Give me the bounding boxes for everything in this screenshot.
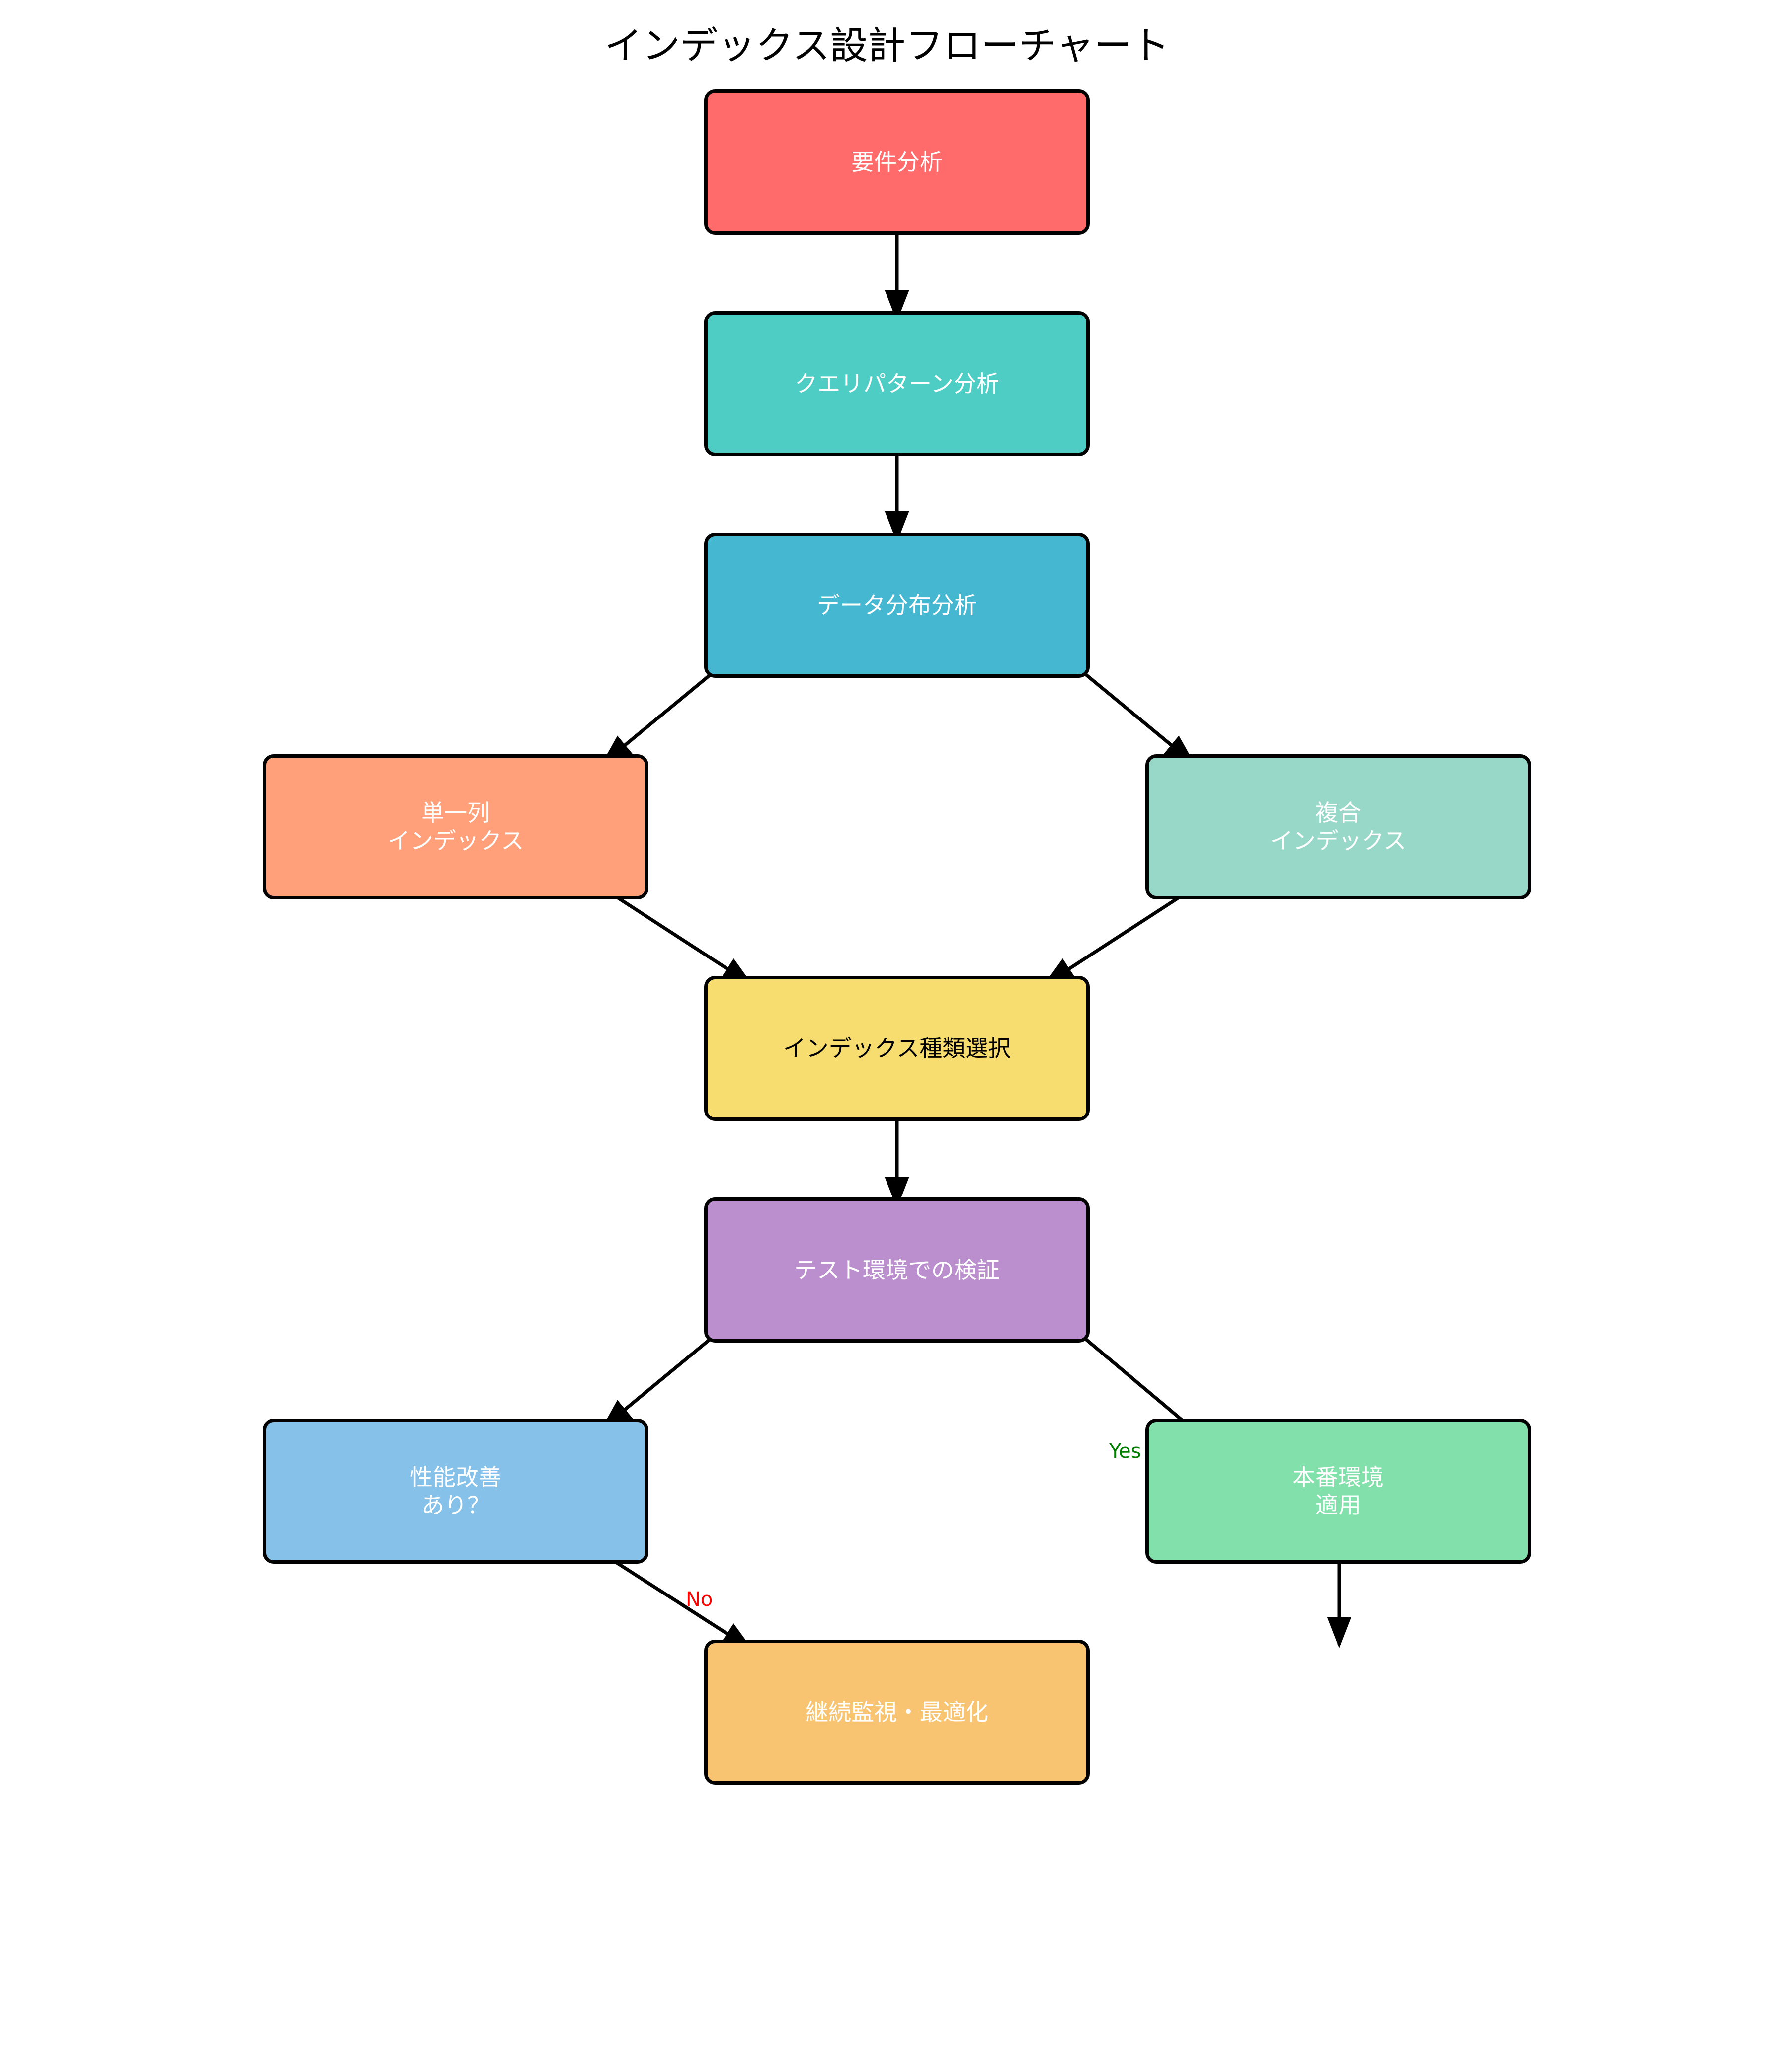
- node-label: 性能改善 あり？: [410, 1464, 501, 1518]
- node-continuous-monitoring: 継続監視・最適化: [704, 1640, 1090, 1785]
- node-single-column-index: 単一列 インデックス: [263, 754, 648, 899]
- node-label: インデックス種類選択: [783, 1035, 1011, 1062]
- node-label: 本番環境 適用: [1292, 1464, 1384, 1518]
- node-index-type-selection: インデックス種類選択: [704, 976, 1090, 1121]
- arrow-composite-to-selection: [1043, 885, 1196, 986]
- node-production-deploy: 本番環境 適用: [1145, 1419, 1531, 1564]
- node-data-distribution-analysis: データ分布分析: [704, 533, 1090, 678]
- node-test-verification: テスト環境での検証: [704, 1197, 1090, 1343]
- node-label: データ分布分析: [817, 592, 977, 619]
- node-label: テスト環境での検証: [794, 1257, 1000, 1283]
- node-query-pattern-analysis: クエリパターン分析: [704, 311, 1090, 456]
- edge-label-no: No: [686, 1588, 713, 1611]
- arrow-performance-to-monitoring: [600, 1551, 753, 1651]
- node-label: 複合 インデックス: [1270, 799, 1407, 854]
- node-label: 単一列 インデックス: [387, 799, 524, 854]
- node-label: 継続監視・最適化: [806, 1699, 988, 1726]
- node-label: 要件分析: [851, 149, 943, 175]
- edge-label-yes: Yes: [1109, 1440, 1141, 1463]
- node-label: クエリパターン分析: [795, 370, 999, 397]
- node-requirements-analysis: 要件分析: [704, 89, 1090, 235]
- node-composite-index: 複合 インデックス: [1145, 754, 1531, 899]
- node-performance-check: 性能改善 あり？: [263, 1419, 648, 1564]
- diagram-title: インデックス設計フローチャート: [604, 23, 1170, 68]
- arrow-single-to-selection: [600, 885, 753, 986]
